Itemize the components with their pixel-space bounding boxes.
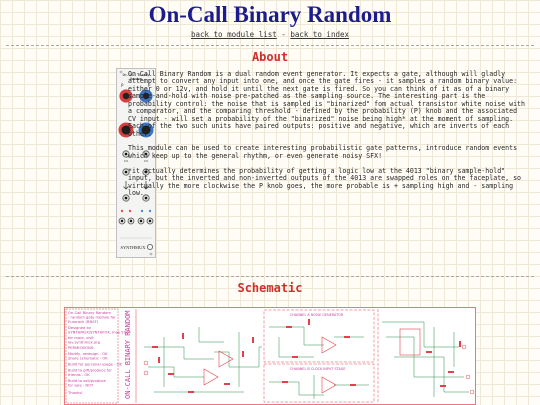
nav-links: back to module list - back to index: [0, 30, 540, 39]
panel-title-line1: On-Call Binary: [123, 73, 150, 77]
schematic-vertical-title: ON-CALL BINARY RANDOM: [124, 310, 132, 399]
knob-label-right: P: [148, 83, 151, 88]
about-text: On-Call Binary Random is a dual random e…: [128, 70, 526, 205]
about-paragraph-1: On-Call Binary Random is a dual random e…: [128, 70, 525, 138]
title-block-line: Thanks!: [67, 391, 83, 395]
title-block-line: Share schematic - OK: [68, 357, 108, 361]
cv-label-right: CV: [144, 159, 149, 163]
title-block-line: Modify, redesign - OK: [68, 352, 108, 356]
back-to-module-list-link[interactable]: back to module list: [190, 30, 277, 39]
schematic-image: On-Call Binary Random - random gate modu…: [64, 307, 476, 405]
title-block-line: for sale - NOT: [68, 384, 94, 388]
cv-label-left: CV: [124, 159, 129, 163]
page-title: On-Call Binary Random: [148, 2, 392, 27]
title-block-line: friends - OK: [68, 373, 90, 377]
module-photo: On-Call Binary Random P P CV CV SYNTHMUX: [116, 68, 156, 258]
title-block-line: Eurorack (RNSF): [68, 320, 99, 324]
back-to-index-link[interactable]: back to index: [290, 30, 350, 39]
title-block-line: Build to gift/produce for: [68, 369, 112, 373]
panel-title-line2: Random: [130, 77, 142, 81]
section-label-noise: CHANNEL A NOISE GENERATOR: [290, 313, 344, 317]
title-block-line: for more, visit: [68, 336, 94, 340]
title-block-line: Designed by: [68, 326, 92, 330]
about-paragraph-2: This module can be used to create intere…: [128, 144, 518, 160]
middle-divider: [6, 276, 534, 277]
section-label-clock: CHANNEL B CLOCK INPUT STAGE: [290, 367, 346, 371]
about-heading: About: [251, 50, 289, 64]
title-block-line: On-Call Binary Random: [68, 311, 111, 315]
panel-brand: SYNTHMUX: [121, 245, 147, 250]
title-block-line: Build to sell/produce: [68, 379, 107, 383]
title-block-line: Build for personal usage - OK: [68, 363, 122, 367]
schematic-heading: Schematic: [237, 281, 303, 295]
title-block-line: SYNTHMUX/SYNTHFOX, may 2020: [68, 331, 131, 335]
nav-separator: -: [281, 30, 286, 39]
top-divider: [6, 45, 534, 46]
about-paragraph-3: *it actually determines the probability …: [128, 166, 522, 198]
title-block-line: - random gate module for: [68, 316, 116, 320]
title-block-line: PERMISSIONS:: [68, 346, 94, 350]
knob-label-left: P: [121, 83, 124, 88]
title-block-line: lev.synthmux.org: [68, 341, 100, 345]
